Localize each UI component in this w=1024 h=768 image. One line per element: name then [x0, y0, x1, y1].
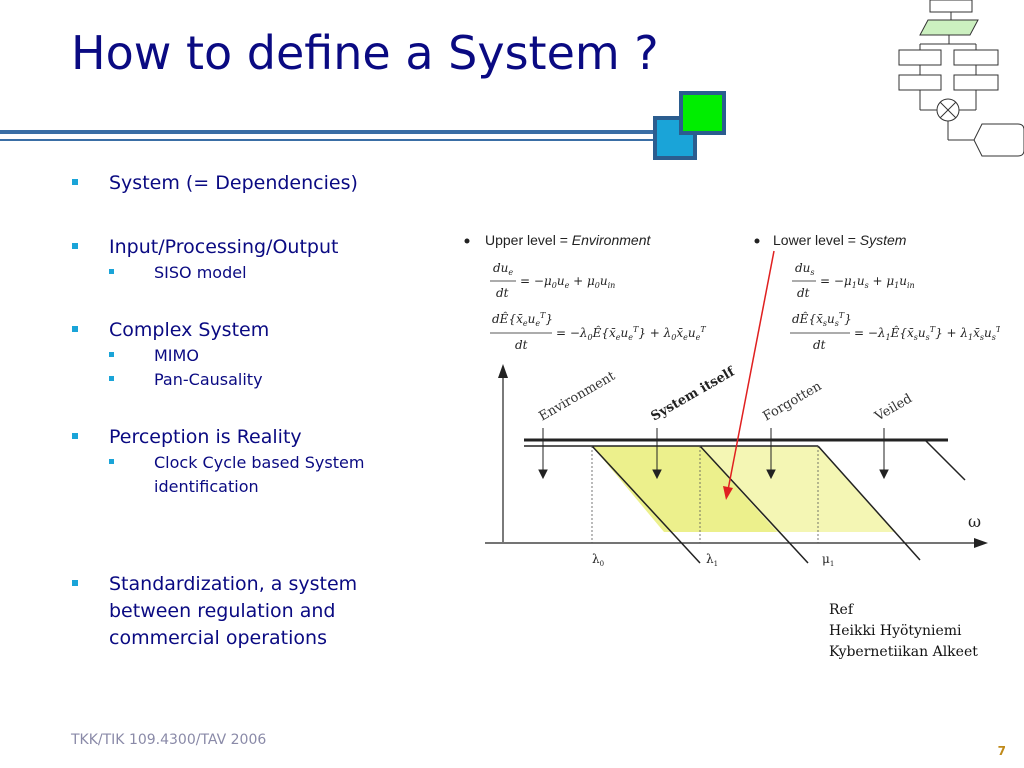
bullet-1-text: System (= Dependencies)	[109, 172, 358, 194]
flowchart-icon	[898, 0, 1024, 157]
bullet-3: Complex System	[72, 317, 412, 344]
bullet-3-text: Complex System	[109, 319, 270, 341]
bullet-marker	[72, 433, 78, 439]
sub-bullet-text: Pan-Causality	[154, 370, 263, 389]
green-square	[679, 91, 726, 135]
sub-bullet-text: Clock Cycle based System identification	[154, 453, 365, 496]
svg-text:Upper level = Environment: Upper level = Environment	[485, 232, 651, 248]
tick-mu1: μ	[822, 552, 830, 566]
sub-bullet-marker	[109, 376, 114, 381]
decorative-squares	[653, 91, 726, 160]
sub-bullet-pan-causality: Pan-Causality	[109, 368, 412, 392]
sub-bullet-marker	[109, 352, 114, 357]
svg-text:Lower level = System: Lower level = System	[773, 232, 907, 248]
upper-level-prefix: Upper level =	[485, 232, 572, 248]
svg-text:dt: dt	[797, 286, 810, 300]
sub-bullet-text: MIMO	[154, 346, 199, 365]
label-environment: Environment	[537, 368, 619, 424]
tick-lambda1-sub: 1	[714, 560, 718, 568]
svg-text:due: due	[493, 261, 513, 277]
bullet-5-text: Standardization, a system between regula…	[109, 573, 358, 649]
diag-lambda1	[699, 445, 809, 564]
red-pointer-line	[727, 250, 775, 491]
svg-text:= −λ0Ê{x̄eueT} + λ0x̄eueT: = −λ0Ê{x̄eueT} + λ0x̄eueT	[556, 325, 706, 342]
svg-text:= −μ0ue + μ0uin: = −μ0ue + μ0uin	[520, 274, 615, 290]
svg-text:dt: dt	[515, 338, 528, 352]
title-rule-bottom	[0, 139, 655, 141]
bullet-5: Standardization, a system between regula…	[72, 571, 389, 652]
reference-author: Heikki Hyötyniemi	[829, 623, 962, 639]
y-axis-arrow	[498, 364, 508, 378]
bullet-2-text: Input/Processing/Output	[109, 236, 339, 258]
reference-block: Ref Heikki Hyötyniemi Kybernetiikan Alke…	[829, 600, 978, 663]
svg-text:dus: dus	[795, 261, 815, 277]
system-region	[592, 446, 777, 532]
system-levels-figure: Upper level = Environment Lower level = …	[464, 232, 1000, 568]
sub-bullet-marker	[109, 459, 114, 464]
svg-text:dt: dt	[496, 286, 509, 300]
svg-text:dÊ{x̄eueT}: dÊ{x̄eueT}	[492, 311, 553, 328]
diag-right	[924, 439, 966, 481]
svg-text:= −λ1Ê{x̄susT} + λ1x̄susT: = −λ1Ê{x̄susT} + λ1x̄susT	[854, 325, 1000, 342]
label-forgotten: Forgotten	[761, 379, 825, 425]
reference-label: Ref	[829, 602, 854, 618]
svg-text:λ0: λ0	[592, 552, 604, 568]
forgotten-region	[700, 446, 896, 532]
sub-bullet-text: SISO model	[154, 263, 247, 282]
axis-omega: ω	[968, 512, 981, 531]
page-number: 7	[997, 744, 1006, 758]
lower-level-value: System	[860, 232, 907, 248]
title-rule-top	[0, 130, 655, 134]
slide-footer: TKK/TIK 109.4300/TAV 2006	[71, 732, 267, 748]
tick-mu1-sub: 1	[830, 560, 834, 568]
x-axis-arrow	[974, 538, 988, 548]
reference-work: Kybernetiikan Alkeet	[829, 644, 978, 660]
label-veiled: Veiled	[872, 391, 915, 425]
svg-text:dÊ{x̄susT}: dÊ{x̄susT}	[792, 311, 852, 328]
lower-level-prefix: Lower level =	[773, 232, 860, 248]
bullet-marker	[72, 580, 78, 586]
tick-lambda1: λ	[706, 552, 714, 566]
bullet-marker	[72, 179, 78, 185]
tick-lambda0: λ	[592, 552, 600, 566]
figure-bullet-dot	[464, 238, 470, 244]
diag-lambda0	[591, 445, 701, 564]
sub-bullet-siso: SISO model	[109, 261, 412, 285]
sub-bullet-clock-cycle: Clock Cycle based System identification	[109, 451, 404, 499]
bullet-2: Input/Processing/Output	[72, 234, 412, 261]
sub-bullet-mimo: MIMO	[109, 344, 412, 368]
label-system-itself: System itself	[649, 364, 739, 425]
svg-text:μ1: μ1	[822, 552, 834, 568]
bullet-4-text: Perception is Reality	[109, 426, 302, 448]
bullet-marker	[72, 326, 78, 332]
diag-mu1	[817, 445, 921, 561]
bullet-list: System (= Dependencies) Input/Processing…	[72, 170, 412, 652]
upper-level-value: Environment	[572, 232, 652, 248]
bullet-1: System (= Dependencies)	[72, 170, 412, 197]
slide-title: How to define a System ?	[71, 26, 659, 80]
bullet-marker	[72, 243, 78, 249]
svg-text:dt: dt	[813, 338, 826, 352]
figure-bullet-dot	[754, 238, 760, 244]
red-pointer-head	[723, 486, 733, 500]
sub-bullet-marker	[109, 269, 114, 274]
svg-text:λ1: λ1	[706, 552, 718, 568]
svg-text:= −μ1us + μ1uin: = −μ1us + μ1uin	[820, 274, 915, 290]
tick-lambda0-sub: 0	[600, 560, 604, 568]
bullet-4: Perception is Reality	[72, 424, 412, 451]
